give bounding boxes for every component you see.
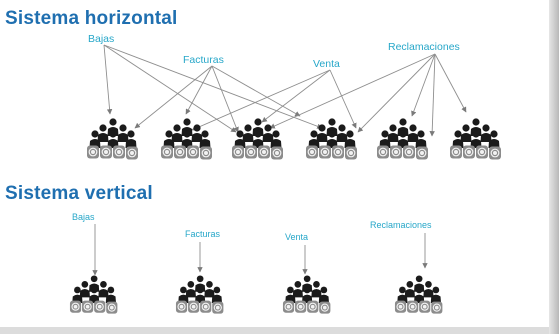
horizontal-arrows bbox=[103, 44, 467, 137]
worker-group-icon bbox=[161, 118, 212, 160]
label-facturas-vertical: Facturas bbox=[185, 229, 221, 239]
horizontal-worker-groups bbox=[87, 118, 501, 160]
arrow-horizontal bbox=[329, 69, 357, 129]
label-reclamaciones-horizontal: Reclamaciones bbox=[388, 41, 460, 53]
arrow-horizontal bbox=[434, 53, 467, 113]
worker-group-icon bbox=[282, 275, 331, 314]
label-reclamaciones-vertical: Reclamaciones bbox=[370, 220, 432, 230]
label-bajas-horizontal: Bajas bbox=[88, 33, 115, 45]
label-venta-horizontal: Venta bbox=[313, 58, 340, 70]
arrow-horizontal bbox=[411, 53, 436, 117]
arrow-horizontal bbox=[357, 53, 436, 133]
horizontal-title: Sistema horizontal bbox=[5, 8, 178, 29]
slide-border-right bbox=[549, 0, 559, 334]
arrow-horizontal bbox=[103, 44, 237, 133]
worker-group-icon bbox=[69, 275, 118, 314]
arrow-horizontal bbox=[269, 53, 436, 129]
worker-group-icon bbox=[306, 118, 357, 160]
worker-group-icon bbox=[394, 275, 443, 314]
slide-border-bottom bbox=[0, 327, 549, 334]
label-venta-vertical: Venta bbox=[285, 232, 309, 242]
worker-group-icon bbox=[87, 118, 138, 160]
arrow-horizontal bbox=[134, 65, 213, 129]
arrow-horizontal bbox=[429, 53, 436, 137]
arrow-horizontal bbox=[191, 69, 331, 131]
arrow-horizontal bbox=[185, 65, 213, 115]
worker-group-icon bbox=[450, 118, 501, 160]
vertical-worker-groups bbox=[69, 275, 443, 314]
arrow-horizontal bbox=[103, 44, 323, 129]
arrow-horizontal bbox=[211, 65, 301, 117]
arrow-horizontal bbox=[211, 65, 239, 133]
arrow-horizontal bbox=[103, 44, 113, 115]
worker-group-icon bbox=[377, 118, 428, 160]
worker-group-icon bbox=[175, 275, 224, 314]
arrow-horizontal bbox=[261, 69, 331, 123]
vertical-title: Sistema vertical bbox=[5, 183, 153, 204]
worker-group-icon bbox=[232, 118, 283, 160]
label-bajas-vertical: Bajas bbox=[72, 212, 95, 222]
label-facturas-horizontal: Facturas bbox=[183, 54, 224, 66]
vertical-arrows bbox=[92, 224, 428, 276]
